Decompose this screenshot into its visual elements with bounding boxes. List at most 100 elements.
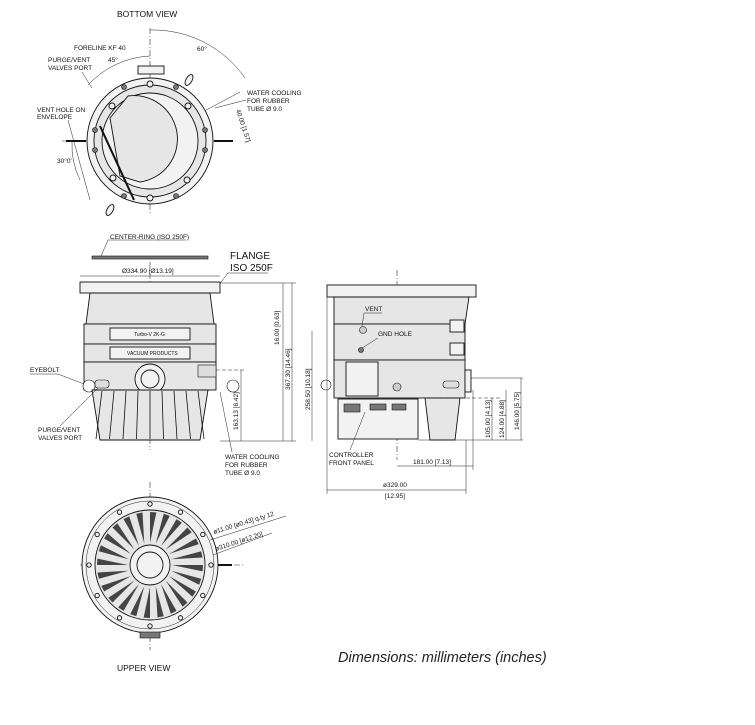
dim-181-label: 181.00 [7.13] xyxy=(413,459,451,466)
flange-label-1: FLANGE xyxy=(230,251,270,262)
dim-124-label: 124.00 [4.88] xyxy=(499,400,506,438)
cooling-fin xyxy=(122,390,127,440)
rotor-blade xyxy=(169,538,199,554)
bolt-hole xyxy=(116,509,123,515)
bottom-view-title: BOTTOM VIEW xyxy=(117,9,177,19)
water-cooling-label-1-front: WATER COOLING xyxy=(225,454,280,461)
model-label: Turbo-V 2K-G xyxy=(134,332,165,338)
dim-105-label: 105.00 [4.13] xyxy=(485,400,492,438)
controller-label-2: FRONT PANEL xyxy=(329,460,374,467)
angle-45-label: 45° xyxy=(108,56,118,64)
rotor-blade xyxy=(155,586,164,618)
rotor-blade xyxy=(172,565,203,572)
brand-label: VACUUM PRODUCTS xyxy=(127,351,178,357)
rotor-blade xyxy=(97,570,129,579)
bolt-hole xyxy=(177,509,184,515)
dim-258-label: 258.50 [10.18] xyxy=(305,368,312,410)
bolt-hole xyxy=(94,592,100,599)
bottom-body xyxy=(66,65,233,216)
rotor-blade xyxy=(108,580,135,603)
purge-vent-label-2-front: VALVES PORT xyxy=(38,435,82,442)
cooling-fin xyxy=(185,390,191,440)
bolt-hole xyxy=(147,623,153,629)
foreline-label: FORELINE KF 40 xyxy=(74,45,126,52)
rotor-blade xyxy=(130,586,145,617)
side-view: VENT GND HOLE CONTROLLER FRONT PANEL 105… xyxy=(320,270,523,500)
cooling-fin xyxy=(136,390,139,440)
rotor-blade xyxy=(161,584,177,614)
angle-60-label: 60° xyxy=(197,45,207,53)
rotor-blade xyxy=(136,512,145,544)
rotor-blade xyxy=(171,551,203,560)
cooling-fin xyxy=(173,390,178,440)
bolt-hole xyxy=(147,501,153,507)
purge-vent-label-2: VALVES PORT xyxy=(48,65,92,72)
bolt-hole xyxy=(177,615,184,621)
center-ring-label: CENTER-RING (ISO 250F) xyxy=(110,234,189,241)
rotor-blade xyxy=(165,527,192,550)
center-ring xyxy=(91,255,209,260)
bottom-view: BOTTOM VIEW FORELINE KF 40 PURGE/VENT xyxy=(37,9,302,216)
dim-40-label: 40.00 [1.57] xyxy=(234,108,251,143)
rotor-blade xyxy=(118,584,139,611)
cooling-fin xyxy=(95,390,103,440)
rotor-blade xyxy=(171,570,202,585)
bolt-hole xyxy=(200,531,206,538)
rotor-blade xyxy=(169,576,196,597)
rotor-blade xyxy=(123,516,139,546)
dim-163-label: 163.13 [6.42] xyxy=(233,392,240,430)
bolt-hole xyxy=(116,615,123,621)
dim-146-label: 146.00 [5.75] xyxy=(514,392,521,430)
vent-hole-label-1: VENT HOLE ON xyxy=(37,107,86,114)
vent-hole-label-2: ENVELOPE xyxy=(37,114,73,121)
rotor-blade xyxy=(98,545,129,560)
dim-329-label: ø329.00 xyxy=(383,482,407,489)
eyebolt-label: EYEBOLT xyxy=(30,367,60,374)
cooling-fin xyxy=(161,390,164,440)
foreline-flange xyxy=(137,65,165,75)
vent-label: VENT xyxy=(365,306,382,313)
rotor-blade xyxy=(155,513,170,544)
water-cooling-label-3-front: TUBE Ø 9.0 xyxy=(225,470,260,477)
cooling-fin xyxy=(197,390,205,440)
upper-view: ø11.00 [ø0.43] q.ty 12 ø310.00 [ø12.20] … xyxy=(80,482,287,673)
upper-view-title: UPPER VIEW xyxy=(117,663,170,673)
purge-vent-label-1-front: PURGE/VENT xyxy=(38,427,80,434)
dim-329-inch-label: [12.95] xyxy=(385,493,405,500)
water-cooling-label-3: TUBE Ø 9.0 xyxy=(247,106,282,113)
angle-30-label: 30°0' xyxy=(57,157,72,165)
bolt-hole xyxy=(208,562,214,568)
front-view: CENTER-RING (ISO 250F) FLANGE ISO 250F Ø… xyxy=(30,234,313,477)
rotor-blade xyxy=(143,587,150,618)
flange-label-2: ISO 250F xyxy=(230,263,273,274)
flange-diameter-label: Ø334.90 [Ø13.19] xyxy=(122,268,174,275)
bolt-hole xyxy=(200,592,206,599)
dimensions-footnote: Dimensions: millimeters (inches) xyxy=(338,650,547,666)
cooling-fin xyxy=(109,390,115,440)
gnd-hole-label: GND HOLE xyxy=(378,331,413,338)
rotor-blade xyxy=(165,580,188,607)
connector-panel xyxy=(345,361,379,397)
rotor-blade xyxy=(101,576,131,592)
rotor-blade xyxy=(112,523,135,550)
eyebolt-right xyxy=(226,379,240,393)
controller-label-1: CONTROLLER xyxy=(329,452,374,459)
bolt-holes xyxy=(86,501,214,629)
water-cooling-label-2-front: FOR RUBBER xyxy=(225,462,268,469)
rotor-blade xyxy=(150,512,157,543)
purge-vent-label-1: PURGE/VENT xyxy=(48,57,90,64)
gnd-hole xyxy=(358,347,364,353)
dim-16-label: 16.00 [0.63] xyxy=(274,310,281,345)
bolt-circle-label: ø310.00 [ø12.20] xyxy=(214,531,263,553)
rotor-blade xyxy=(97,558,128,565)
rotor-blade xyxy=(104,533,131,554)
side-flange xyxy=(326,284,477,298)
bolt-hole xyxy=(86,562,92,568)
holes-label: ø11.00 [ø0.43] q.ty 12 xyxy=(213,511,276,536)
dim-367-label: 367.30 [14.46] xyxy=(285,348,292,390)
vent-port xyxy=(359,326,367,334)
rotor-blade xyxy=(161,519,182,546)
flange-iso250f xyxy=(79,281,221,294)
water-cooling-label-1: WATER COOLING xyxy=(247,90,302,97)
